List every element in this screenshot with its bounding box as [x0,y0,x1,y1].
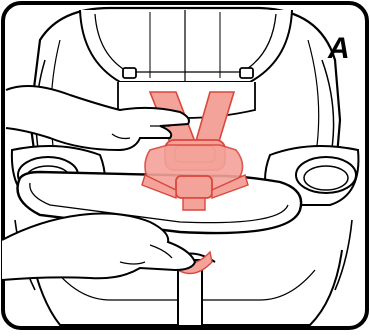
headrest [80,10,292,82]
buckle [176,176,212,198]
step-label: A [328,34,350,64]
